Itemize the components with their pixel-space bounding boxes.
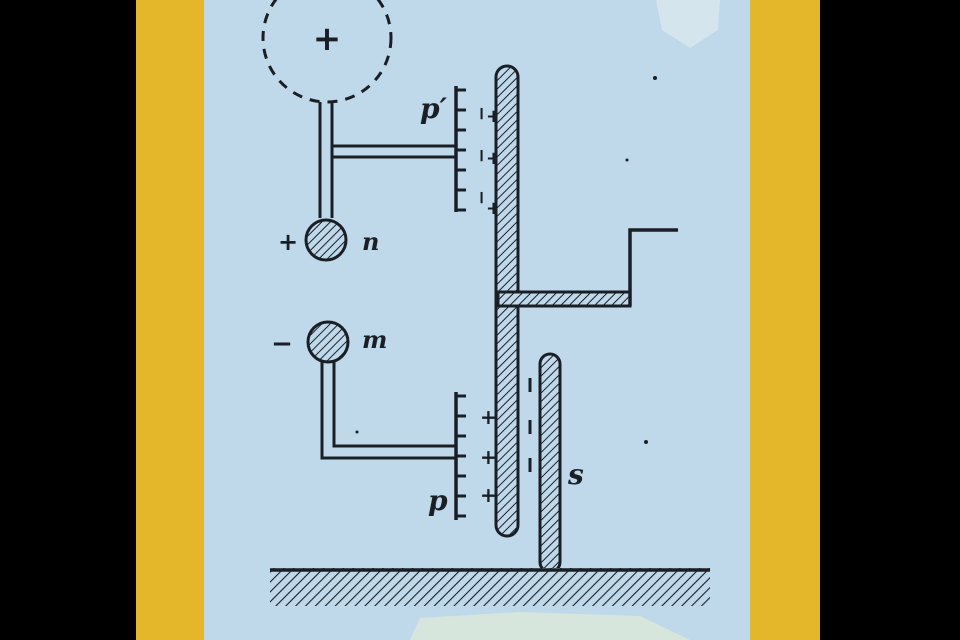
speck [625, 158, 629, 162]
label-m: m [362, 325, 387, 354]
label-p: p [428, 484, 448, 517]
svg-text:−: − [471, 148, 492, 163]
tape-mark-bottom [410, 612, 690, 640]
ball-n [304, 218, 348, 262]
svg-text:−: − [471, 106, 492, 121]
m-charge-sign: − [271, 329, 293, 359]
speck [355, 430, 359, 434]
crank-handle [628, 228, 678, 306]
speck [653, 76, 657, 80]
ground-hatch [270, 568, 710, 606]
charged-sphere [261, 0, 393, 104]
svg-text:−: − [471, 190, 492, 205]
p-induced-charges: + + + [480, 405, 497, 507]
plate-p-prime-ticks [456, 88, 466, 212]
m-wire-outer [320, 362, 456, 460]
label-p-prime: p′ [420, 92, 448, 125]
speck [644, 440, 648, 444]
label-s: s [567, 458, 584, 491]
svg-text:+: + [480, 483, 497, 507]
svg-text:+: + [480, 405, 497, 429]
crank-arm [496, 290, 632, 308]
n-charge-sign: + [278, 228, 298, 256]
plate-s [538, 352, 562, 574]
sphere-plus-sign: + [313, 19, 342, 59]
paper [204, 0, 750, 640]
plate-p-ticks [456, 394, 466, 518]
label-n: n [362, 227, 379, 256]
m-wire-inner [332, 362, 456, 448]
svg-text:+: + [480, 445, 497, 469]
ball-m [306, 320, 350, 364]
tape-mark-top [656, 0, 720, 48]
